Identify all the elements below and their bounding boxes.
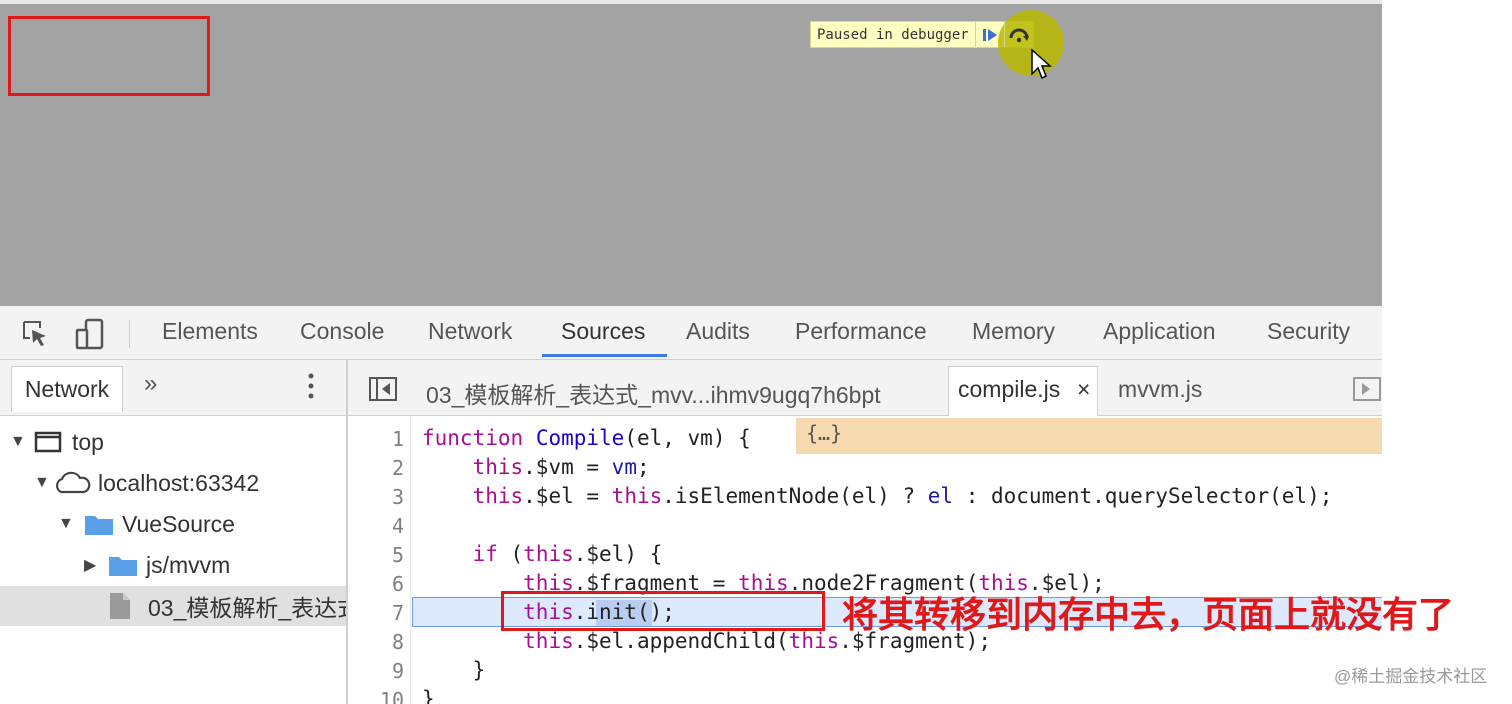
code-line-5[interactable]: if (this.$el) { xyxy=(472,542,663,566)
line-number[interactable]: 6 xyxy=(391,572,404,596)
expanded-arrow-icon: ▼ xyxy=(34,474,50,491)
line-number[interactable]: 4 xyxy=(391,514,404,538)
code-line-9[interactable]: } xyxy=(422,658,486,682)
code-line-10[interactable]: } xyxy=(422,687,435,704)
highlight-box-code xyxy=(501,591,825,631)
tab-sources[interactable]: Sources xyxy=(561,318,646,344)
code-line-1[interactable]: function Compile(el, vm) { xyxy=(422,426,751,450)
tab-performance[interactable]: Performance xyxy=(795,318,927,344)
paused-overlay: Paused in debugger xyxy=(810,21,1034,48)
tab-memory[interactable]: Memory xyxy=(972,318,1056,344)
tree-item-label: localhost:63342 xyxy=(98,469,260,496)
device-toolbar-icon[interactable] xyxy=(74,318,106,350)
code-line-8[interactable]: this.$el.appendChild(this.$fragment); xyxy=(523,629,991,653)
tab-network[interactable]: Network xyxy=(428,318,513,344)
tree-item-label: js/mvvm xyxy=(146,551,231,578)
editor-tab-compile-label[interactable]: compile.js xyxy=(958,376,1061,402)
code-line-3[interactable]: this.$el = this.isElementNode(el) ? el :… xyxy=(472,484,1333,508)
code-line-4[interactable] xyxy=(422,513,435,537)
line-number[interactable]: 1 xyxy=(391,427,404,451)
collapsed-arrow-icon: ▶ xyxy=(84,557,97,574)
watermark: @稀土掘金技术社区 xyxy=(1334,667,1488,686)
tree-item-selected-file[interactable]: 03_模板解析_表达式 xyxy=(0,586,346,626)
editor-tabbar: 03_模板解析_表达式_mvv...ihmv9ugq7h6bpt compile… xyxy=(348,360,1382,416)
tree-item-js-mvvm[interactable]: ▶ js/mvvm xyxy=(0,545,430,585)
expanded-arrow-icon: ▼ xyxy=(58,515,74,532)
tree-item-localhost[interactable]: ▼ localhost:63342 xyxy=(0,463,380,503)
code-editor: 03_模板解析_表达式_mvv...ihmv9ugq7h6bpt compile… xyxy=(348,360,1382,704)
toggle-debugger-icon[interactable] xyxy=(1352,376,1382,402)
tree-item-label: 03_模板解析_表达式 xyxy=(148,595,346,621)
navigator-header: Network » xyxy=(0,360,346,416)
devtools-toolbar: Elements Console Network Sources Audits … xyxy=(0,306,1382,360)
toolbar-separator xyxy=(129,320,130,348)
active-tab-indicator xyxy=(542,354,667,357)
frame-icon xyxy=(34,431,62,453)
code-line-7[interactable]: this.init(); xyxy=(523,600,675,624)
line-number[interactable]: 5 xyxy=(391,543,404,567)
close-tab-icon[interactable]: × xyxy=(1077,376,1091,402)
tab-security[interactable]: Security xyxy=(1267,318,1351,344)
step-over-button[interactable] xyxy=(1003,22,1033,47)
editor-tab-html[interactable]: 03_模板解析_表达式_mvv...ihmv9ugq7h6bpt xyxy=(426,382,881,408)
sources-navigator: Network » ▼ top ▼ localhost:63342 ▼ VueS… xyxy=(0,360,346,704)
highlight-box-page xyxy=(8,16,210,96)
click-highlight-halo xyxy=(998,10,1064,76)
line-number[interactable]: 3 xyxy=(391,485,404,509)
annotation-text: 将其转移到内存中去，页面上就没有了 xyxy=(842,594,1455,636)
selection-highlight xyxy=(596,600,652,626)
line-gutter: 1 2 3 4 5 6 7 8 9 10 xyxy=(348,416,411,704)
inspected-page xyxy=(0,0,1382,306)
line-number[interactable]: 10 xyxy=(379,688,404,704)
tree-item-label: VueSource xyxy=(122,510,235,537)
tab-audits[interactable]: Audits xyxy=(686,318,750,344)
panel-divider[interactable] xyxy=(346,360,348,704)
tab-elements[interactable]: Elements xyxy=(162,318,258,344)
folder-icon xyxy=(109,557,137,576)
tree-item-top[interactable]: ▼ top xyxy=(0,422,356,462)
expanded-arrow-icon: ▼ xyxy=(10,433,26,450)
line-number[interactable]: 2 xyxy=(391,456,404,480)
more-options-icon[interactable] xyxy=(308,372,314,400)
code-line-2[interactable]: this.$vm = vm; xyxy=(472,455,650,479)
folder-icon xyxy=(85,516,113,535)
inline-value-text: {…} xyxy=(806,421,843,445)
more-tabs-button[interactable]: » xyxy=(144,370,158,397)
line-number[interactable]: 9 xyxy=(391,659,404,683)
cloud-icon xyxy=(55,471,91,494)
tree-item-vuesource[interactable]: ▼ VueSource xyxy=(0,504,404,544)
mouse-cursor-icon xyxy=(1031,48,1052,80)
step-over-icon xyxy=(1009,28,1029,42)
resume-button[interactable] xyxy=(974,22,1004,47)
editor-tab-mvvm[interactable]: mvvm.js xyxy=(1118,376,1203,402)
resume-icon xyxy=(982,28,997,41)
paused-label: Paused in debugger xyxy=(817,26,969,43)
navigator-tab-network[interactable]: Network xyxy=(11,366,123,412)
right-margin xyxy=(1382,0,1512,704)
tab-application[interactable]: Application xyxy=(1103,318,1216,344)
tab-console[interactable]: Console xyxy=(300,318,385,344)
toggle-navigator-icon[interactable] xyxy=(368,376,398,402)
inspect-element-icon[interactable] xyxy=(20,318,50,348)
file-icon xyxy=(110,593,130,619)
line-number[interactable]: 7 xyxy=(391,601,404,625)
tree-item-label: top xyxy=(72,428,104,455)
line-number[interactable]: 8 xyxy=(391,630,404,654)
inline-value-preview: {…} xyxy=(796,418,1382,454)
editor-tab-compile-active[interactable] xyxy=(948,366,1098,416)
current-execution-line xyxy=(412,597,1382,627)
